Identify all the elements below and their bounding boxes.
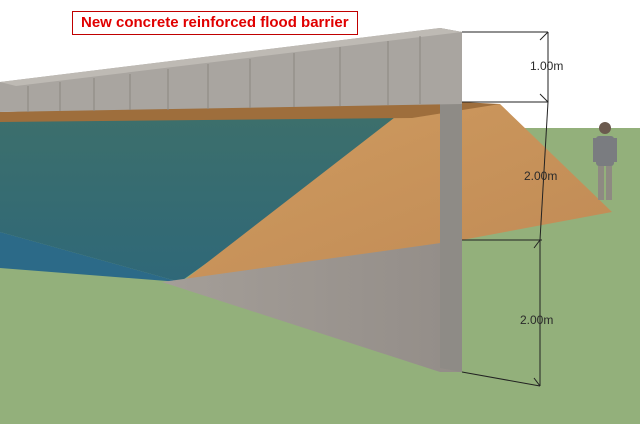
wall-foundation — [162, 240, 462, 372]
dimension-lines — [461, 31, 549, 387]
earth-embankment — [182, 104, 612, 282]
dimension-bottom-label: 2.00m — [520, 313, 553, 327]
wall-side-face — [440, 28, 462, 372]
concrete-wall-top — [0, 28, 462, 86]
diagram-title: New concrete reinforced flood barrier — [72, 11, 358, 35]
person-figure — [593, 122, 617, 200]
dimension-middle-label: 2.00m — [524, 169, 557, 183]
concrete-wall — [0, 28, 462, 112]
water-body — [0, 118, 410, 282]
wall-panel-joints — [27, 36, 421, 112]
dimension-top-label: 1.00m — [530, 59, 563, 73]
water-lower — [0, 232, 180, 282]
